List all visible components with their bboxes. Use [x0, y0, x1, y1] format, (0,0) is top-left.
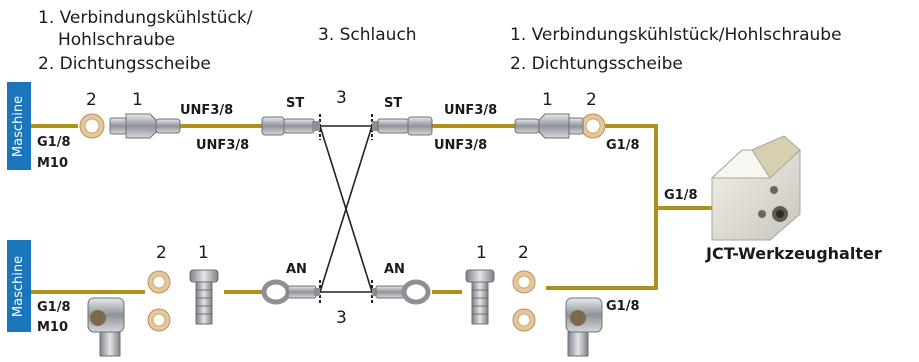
legend-left-item1-line2: Hohlschraube [58, 30, 176, 50]
label-top-unf-upper-right: UNF3/8 [444, 103, 498, 118]
legend-right-item1: 1. Verbindungskühlstück/Hohlschraube [510, 25, 842, 45]
pipe-lines [31, 124, 712, 294]
banjo-body-right [565, 297, 603, 357]
label-top-st-right: ST [384, 96, 403, 111]
label-top-unf-lower-right: UNF3/8 [434, 138, 488, 153]
label-top-m10-left: M10 [37, 156, 69, 171]
label-bottom-num2-right: 2 [518, 243, 529, 263]
label-bottom-an-left: AN [286, 262, 307, 277]
machine-block-top: Maschine [7, 82, 31, 170]
label-bottom-num3: 3 [336, 308, 347, 328]
banjo-body-left [87, 297, 125, 357]
legend-right-item2: 2. Dichtungsscheibe [510, 54, 683, 74]
hose-end-st-left [261, 116, 320, 136]
washer-bottom-left-lower [147, 308, 171, 332]
tool-holder-caption: JCT-Werkzeughalter [706, 244, 882, 263]
washer-bottom-right-upper [512, 270, 536, 294]
washer-top-right [580, 113, 606, 139]
label-top-num1-left: 1 [132, 90, 143, 110]
fitting-top-left [109, 113, 181, 139]
hose-cross-b [319, 125, 373, 293]
label-bottom-m10-left: M10 [37, 320, 69, 335]
label-top-num2-left: 2 [86, 90, 97, 110]
label-top-g18-left: G1/8 [37, 135, 71, 150]
label-bottom-an-right: AN [384, 262, 405, 277]
label-top-unf-upper-left: UNF3/8 [180, 103, 234, 118]
label-top-num3: 3 [336, 88, 347, 108]
label-top-g18-right: G1/8 [606, 138, 640, 153]
label-top-st-left: ST [286, 96, 305, 111]
hose-end-an-right [372, 279, 431, 305]
hose-end-st-right [372, 116, 433, 136]
label-bottom-num1-right: 1 [476, 243, 487, 263]
label-top-num1-right: 1 [542, 90, 553, 110]
hose-end-an-left [261, 279, 320, 305]
label-top-unf-lower-left: UNF3/8 [196, 138, 250, 153]
label-bottom-g18-left: G1/8 [37, 300, 71, 315]
legend-middle-item3: 3. Schlauch [318, 25, 417, 45]
label-bottom-g18-right: G1/8 [606, 299, 640, 314]
machine-block-bottom: Maschine [7, 240, 31, 332]
washer-top-left [79, 113, 105, 139]
hose-lines [319, 125, 373, 293]
label-top-num2-right: 2 [586, 90, 597, 110]
banjo-bolt-right [465, 269, 495, 325]
label-bottom-num2-left: 2 [156, 243, 167, 263]
label-holder-g18: G1/8 [664, 188, 698, 203]
washer-bottom-left-upper [147, 270, 171, 294]
legend-left-item2: 2. Dichtungsscheibe [38, 54, 211, 74]
label-bottom-num1-left: 1 [198, 243, 209, 263]
fitting-top-right [514, 113, 584, 139]
legend-left-item1-line1: 1. Verbindungskühlstück/ [38, 8, 253, 28]
banjo-bolt-left [189, 269, 219, 325]
tool-holder-image [710, 135, 802, 241]
washer-bottom-right-lower [512, 308, 536, 332]
